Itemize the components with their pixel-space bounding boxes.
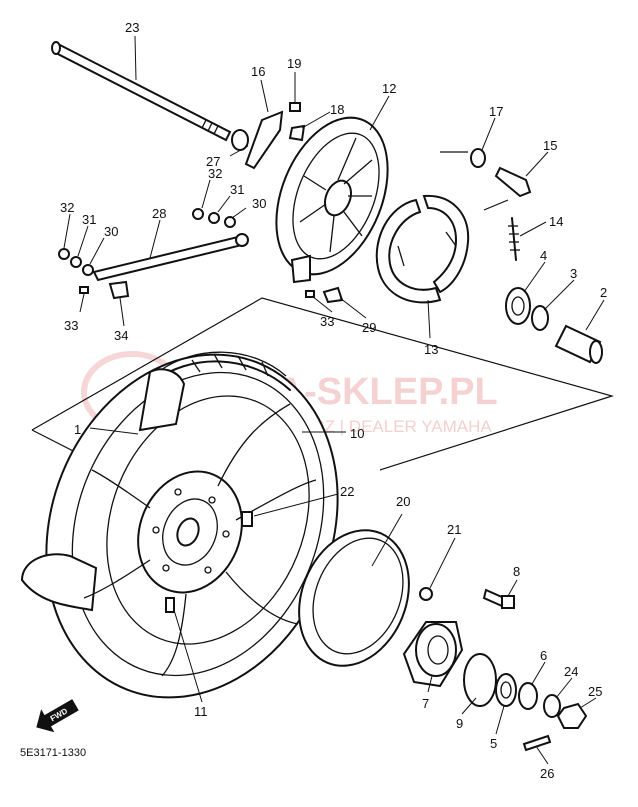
washer-31-lower xyxy=(70,256,82,268)
lever-bolt xyxy=(289,102,301,112)
clutch-hub xyxy=(402,621,464,688)
diagram-code: 5E3171-1330 xyxy=(20,747,86,759)
cotter-pin xyxy=(522,734,552,752)
tension-bar xyxy=(92,233,249,282)
cotter-pin-33-right xyxy=(305,290,315,298)
washer-30-lower xyxy=(82,264,94,276)
balance-weight xyxy=(241,511,253,527)
label-25: 25 xyxy=(588,684,602,699)
part-labels: 23 16 19 18 12 17 15 14 4 3 2 13 27 32 3… xyxy=(60,20,607,781)
label-30-upper: 30 xyxy=(252,196,266,211)
label-4: 4 xyxy=(540,248,547,263)
wheel-bearing-right xyxy=(495,673,517,707)
axle xyxy=(51,41,232,142)
label-33-left: 33 xyxy=(64,318,78,333)
label-9: 9 xyxy=(456,716,463,731)
label-10: 10 xyxy=(350,426,364,441)
leader-lines xyxy=(63,35,605,765)
label-30-lower: 30 xyxy=(104,224,118,239)
brake-camshaft xyxy=(494,166,532,198)
tension-spring xyxy=(508,217,520,261)
label-8: 8 xyxy=(513,564,520,579)
label-20: 20 xyxy=(396,494,410,509)
label-16: 16 xyxy=(251,64,265,79)
label-19: 19 xyxy=(287,56,301,71)
nut-32-lower xyxy=(58,248,70,260)
anchor-bolt xyxy=(322,286,344,304)
label-12: 12 xyxy=(382,81,396,96)
label-1: 1 xyxy=(74,422,81,437)
label-6: 6 xyxy=(540,648,547,663)
axle-nut xyxy=(556,702,588,729)
label-28: 28 xyxy=(152,206,166,221)
label-13: 13 xyxy=(424,342,438,357)
forward-arrow-icon: FWD xyxy=(36,699,79,733)
label-32-lower: 32 xyxy=(60,200,74,215)
o-ring xyxy=(463,653,497,707)
label-17: 17 xyxy=(489,104,503,119)
fitting-bolt xyxy=(482,588,515,609)
bearing-spacer xyxy=(554,324,603,364)
wheel-hub xyxy=(137,470,243,594)
label-21: 21 xyxy=(447,522,461,537)
camshaft-oil-seal xyxy=(470,148,486,168)
camshaft-lever xyxy=(244,110,284,170)
label-27: 27 xyxy=(206,154,220,169)
collar xyxy=(419,587,433,601)
label-26: 26 xyxy=(540,766,554,781)
label-2: 2 xyxy=(600,285,607,300)
label-5: 5 xyxy=(490,736,497,751)
label-31-lower: 31 xyxy=(82,212,96,227)
label-24: 24 xyxy=(564,664,578,679)
label-29: 29 xyxy=(362,320,376,335)
label-14: 14 xyxy=(549,214,563,229)
tension-bar-bolt xyxy=(108,280,130,300)
cotter-pin-33-left xyxy=(79,286,89,294)
wear-indicator xyxy=(288,124,306,142)
label-33-right: 33 xyxy=(320,314,334,329)
wheel-oil-seal xyxy=(531,305,549,331)
label-18: 18 xyxy=(330,102,344,117)
brake-shoe-plate xyxy=(275,116,389,284)
wheel-bearing-left xyxy=(505,287,531,325)
hub-collar xyxy=(543,694,561,718)
hub-oil-seal xyxy=(518,682,538,710)
label-3: 3 xyxy=(570,266,577,281)
washer-31-upper xyxy=(208,212,220,224)
label-11: 11 xyxy=(194,704,208,719)
tire-cutaway xyxy=(20,368,186,612)
wheel-band xyxy=(298,529,410,667)
label-23: 23 xyxy=(125,20,139,35)
brake-shoe-kit xyxy=(375,194,470,304)
wheel-spokes xyxy=(83,403,317,677)
label-15: 15 xyxy=(543,138,557,153)
label-31-upper: 31 xyxy=(230,182,244,197)
washer-30-upper xyxy=(224,216,236,228)
label-32-upper: 32 xyxy=(208,166,222,181)
label-34: 34 xyxy=(114,328,128,343)
label-22: 22 xyxy=(340,484,354,499)
label-7: 7 xyxy=(422,696,429,711)
nut-32-upper xyxy=(192,208,204,220)
tire-valve xyxy=(165,597,175,613)
